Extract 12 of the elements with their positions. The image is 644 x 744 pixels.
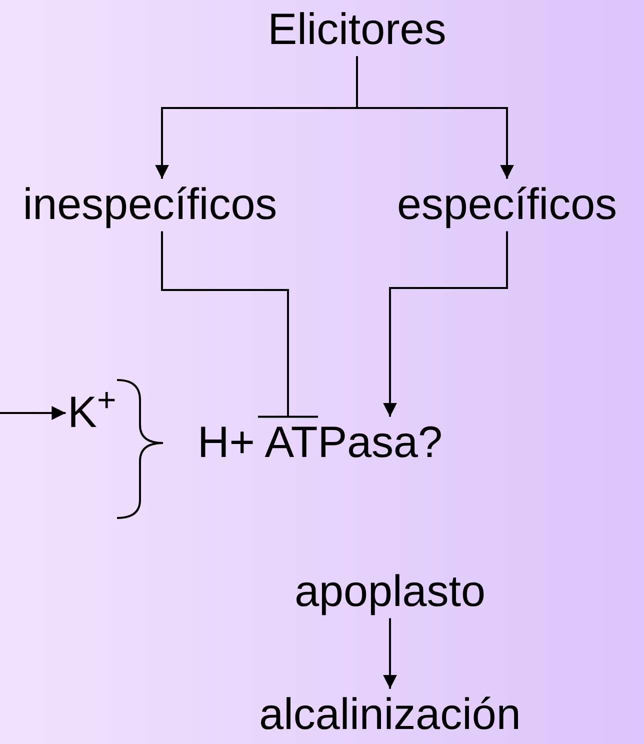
node-label: específicos xyxy=(396,180,618,230)
node-label: apoplasto xyxy=(294,568,486,616)
node-label: H+ ATPasa? xyxy=(198,418,442,468)
arrow xyxy=(383,231,508,417)
arrow xyxy=(0,406,66,420)
inhibition-line xyxy=(161,231,319,418)
node-label: inespecíficos xyxy=(22,180,278,230)
arrow xyxy=(356,56,514,179)
node-label: Elicitores xyxy=(268,6,446,54)
node-label: alcalinización xyxy=(259,690,521,740)
arrow xyxy=(383,618,397,689)
node-label: K$^{+}$ xyxy=(68,388,116,438)
